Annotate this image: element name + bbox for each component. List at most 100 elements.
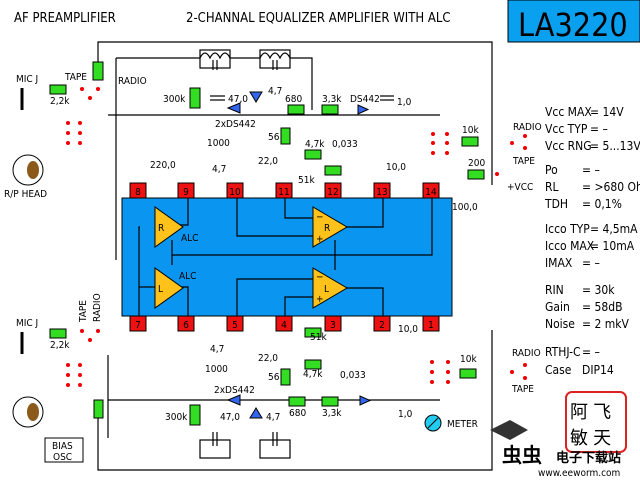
ic-pin-label: 12	[327, 187, 338, 198]
spec-value: = 4,5mA	[590, 222, 638, 236]
radio-label-right-bottom: RADIO	[512, 348, 541, 359]
diode-top-1	[226, 102, 241, 114]
resistor-10k-bottom	[459, 368, 477, 379]
ic-pin-label: 10	[229, 187, 241, 198]
resistor-2-2k-top	[49, 84, 67, 95]
resistor-3-3k-top	[321, 104, 339, 115]
label-3-3k: 3,3k	[322, 94, 342, 105]
svg-text:L: L	[324, 284, 329, 295]
resistor-3-3k-bottom	[321, 396, 339, 407]
spec-value: = 5...13V	[590, 139, 640, 153]
mic-jack-label-top: MIC J	[16, 74, 38, 85]
label-56-bottom: 56	[268, 372, 280, 383]
rp-head-label: R/P HEAD	[4, 189, 47, 200]
label-3-3k-bottom: 3,3k	[322, 408, 342, 419]
lc-filter-bottom-2	[259, 432, 291, 459]
label-1-0: 1,0	[397, 97, 412, 108]
diode-ds442-top	[357, 104, 370, 115]
mic-jack-label-bottom: MIC J	[16, 318, 38, 329]
label-220: 220,0	[150, 160, 176, 171]
rp-head-top	[12, 154, 44, 186]
zener-top	[249, 91, 263, 103]
switch-contacts-right-top[interactable]	[431, 132, 527, 176]
tape-label-bottom: TAPE	[78, 300, 89, 323]
switch-contacts-top[interactable]	[66, 121, 82, 145]
amp-alc-r: R ALC	[154, 206, 198, 248]
resistor-56-top	[280, 127, 291, 145]
amp-eq-l: L − +	[312, 267, 348, 309]
lc-filter-bottom-1	[199, 432, 231, 459]
spec-label: RTHJ-C	[545, 345, 581, 359]
resistor-10k-top	[461, 136, 479, 147]
label-ds442: DS442	[350, 94, 380, 105]
amp-alc-l: L ALC	[154, 267, 196, 309]
resistor-4-7k-bottom	[304, 359, 322, 370]
diode-bottom-1	[226, 394, 241, 406]
spec-label: Vcc MAX	[545, 105, 592, 119]
ic-pin-1	[422, 315, 440, 332]
spec-label: Case	[545, 363, 572, 377]
spec-value: = –	[582, 163, 600, 177]
label-4-7-top: 4,7	[212, 164, 226, 175]
zener-bottom	[249, 407, 263, 419]
head-core-top	[27, 161, 39, 179]
left-title: AF PREAMPLIFIER	[14, 11, 116, 26]
spec-label: Po	[545, 163, 558, 177]
ic-pin-12	[324, 182, 342, 199]
switch-contacts-right-bottom[interactable]	[430, 360, 527, 384]
bias-osc-box	[44, 437, 84, 463]
label-2xds442: 2xDS442	[215, 119, 256, 130]
svg-text:ALC: ALC	[179, 271, 196, 282]
label-2xds442-bottom: 2xDS442	[214, 385, 255, 396]
ic-pin-label: 2	[379, 320, 385, 331]
ic-pin-label: 1	[428, 320, 434, 331]
ic-pin-3	[324, 315, 342, 332]
label-1-0-bottom: 1,0	[398, 409, 413, 420]
svg-text:R: R	[324, 223, 330, 234]
label-680: 680	[285, 94, 302, 105]
resistor-680-top	[287, 104, 305, 115]
ic-pin-6	[177, 315, 195, 332]
ic-pin-9	[177, 182, 195, 199]
label-22-top: 22,0	[258, 156, 278, 167]
lc-filter-top-2	[259, 49, 291, 70]
amp-eq-r: R − +	[312, 206, 348, 248]
spec-label: RL	[545, 180, 559, 194]
resistor-51k-top	[324, 165, 342, 176]
ic-pin-13	[373, 182, 391, 199]
switch-contacts-bottom[interactable]	[66, 329, 100, 387]
svg-text:虫虫: 虫虫	[502, 443, 542, 467]
ic-pin-label: 3	[330, 320, 336, 331]
spec-label: Gain	[545, 300, 570, 314]
label-4-7k-bottom: 4,7k	[303, 369, 323, 380]
ic-pin-label: 5	[232, 320, 238, 331]
label-22-bottom: 22,0	[258, 353, 278, 364]
radio-label-top: RADIO	[118, 76, 147, 87]
tape-label-right-bottom: TAPE	[511, 384, 534, 395]
svg-text:R: R	[158, 223, 164, 234]
spec-value: = –	[582, 345, 600, 359]
resistor-680-bottom	[288, 396, 306, 407]
ic-pin-5	[226, 315, 244, 332]
wire	[290, 57, 313, 110]
center-title: 2-CHANNAL EQUALIZER AMPLIFIER WITH ALC	[186, 11, 451, 26]
resistor-radio-bottom	[93, 399, 104, 419]
resistor-300k-bottom	[189, 404, 201, 426]
resistor-56-bottom	[280, 368, 291, 386]
spec-value: = 58dB	[582, 300, 622, 314]
svg-text:ALC: ALC	[181, 233, 198, 244]
label-56-top: 56	[268, 132, 280, 143]
ic-pin-label: 6	[183, 320, 189, 331]
resistor-radio-top	[92, 61, 104, 81]
ic-pin-label: 7	[135, 320, 141, 331]
wire	[97, 41, 493, 185]
spec-label: Vcc RNG	[545, 139, 592, 153]
spec-label: TDH	[544, 197, 568, 211]
ic-pin-label: 14	[425, 187, 437, 198]
label-2-2k-bottom: 2,2k	[50, 340, 70, 351]
spec-value: = –	[590, 122, 608, 136]
resistor-200	[467, 169, 485, 180]
ic-pin-2	[373, 315, 391, 332]
